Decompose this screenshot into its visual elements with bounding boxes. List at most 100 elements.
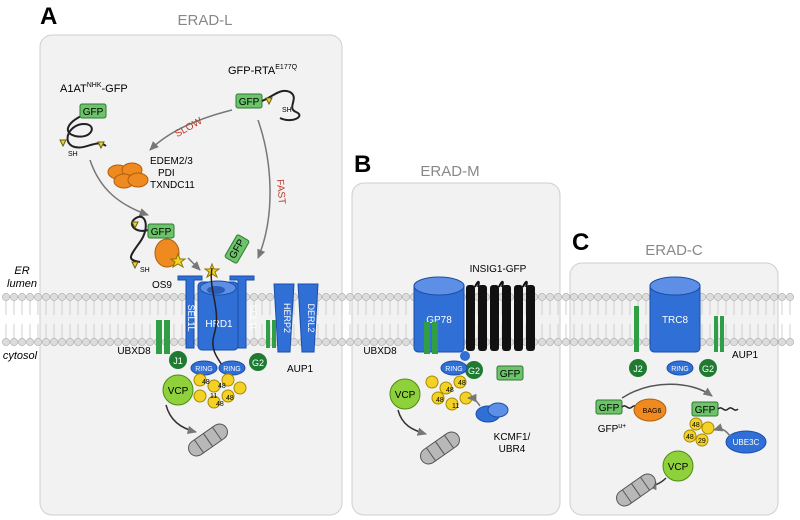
panel-a-title: ERAD-L [177,12,232,29]
ubr4-label: UBR4 [499,444,526,455]
lipid-head [738,293,746,301]
ub-linkage: 48 [226,395,234,402]
aup1-label: AUP1 [732,350,759,361]
lipid-head [594,338,602,346]
lipid-head [42,293,50,301]
ube3c-protein [725,430,767,454]
lipid-head [138,293,146,301]
lipid-head [130,293,138,301]
lipid-head [378,338,386,346]
ub-linkage: 48 [436,397,444,404]
trc8-label: TRC8 [662,315,689,326]
lipid-head [314,338,322,346]
ubiquitin-chain [193,373,247,409]
aup1-protein [266,320,276,348]
vcp-label: VCP [395,390,416,401]
ub-linkage: 48 [692,422,700,429]
lipid-head [546,338,554,346]
lipid-head [250,338,258,346]
ubxd8-protein [156,320,162,354]
cytosol-label: cytosol [3,350,38,362]
lipid-head [322,338,330,346]
ub-gfp-tail [717,407,739,411]
lipid-head [146,338,154,346]
proteasome-icon [188,423,228,457]
sel1l-right-label: SEL1L [248,304,258,331]
lipid-head [18,293,26,301]
ub-linkage: 48 [202,379,210,386]
lipid-head [82,338,90,346]
lipid-head [154,293,162,301]
derl2-label: DERL2 [306,303,316,332]
lipid-head [394,338,402,346]
lipid-head [90,338,98,346]
lipid-head [26,338,34,346]
lipid-head [554,293,562,301]
g2-domain [465,361,483,379]
panel-b-title: ERAD-M [420,163,479,180]
j2-label: J2 [633,364,643,374]
lipid-head [66,293,74,301]
lipid-head [362,338,370,346]
g2-domain [249,353,267,371]
lipid-head [538,293,546,301]
rta-chain [261,90,301,122]
aup1-protein [714,316,724,352]
ubxd8-label: UBXD8 [117,346,151,357]
lipid-head [786,338,794,346]
gfpu-gfp-label: GFP [599,403,620,414]
os9-substrate-chain [130,215,149,263]
lipid-head [642,293,650,301]
lipid-head [386,338,394,346]
lipid-head [122,338,130,346]
lipid-head [354,338,362,346]
bag6-label: BAG6 [643,408,662,415]
lipid-head [258,338,266,346]
j1-label: J1 [173,356,183,366]
lipid-head [98,338,106,346]
lipid-head [50,293,58,301]
lipid-head [770,338,778,346]
panel-a-letter: A [40,3,57,30]
vcp-protein [162,374,194,406]
lipid-head [402,338,410,346]
rta-gfp-label: GFP [239,97,260,108]
j2-protein [634,306,639,352]
lipid-head [746,338,754,346]
kcmf1-ubr4-complex [475,402,509,423]
glycan-icon [97,141,105,150]
g2-label: G2 [468,366,480,376]
star-icon [169,252,187,269]
edem-pdi-cluster [107,162,149,189]
lipid-head [626,293,634,301]
lipid-head [602,293,610,301]
ring-label: RING [223,366,241,373]
lipid-head [338,338,346,346]
ubxd8-protein [164,320,170,354]
lipid-head [362,293,370,301]
lumen-label: lumen [7,278,37,290]
lipid-head [2,293,10,301]
lipid-head [170,293,178,301]
lipid-head [370,338,378,346]
ubiquitin-chain [425,375,473,411]
lipid-head [626,338,634,346]
fast-label: FAST [274,179,287,205]
lipid-head [594,293,602,301]
gfpu-label: GFPu+ [598,423,627,435]
lipid-head [98,293,106,301]
ub-linkage: 11 [452,403,459,410]
glycan-icon [131,221,139,230]
bag6-protein [633,398,667,422]
aup1-label: AUP1 [287,364,314,375]
ubiquitin-chain [683,417,715,447]
lipid-head [250,293,258,301]
lipid-head [642,338,650,346]
lipid-head [114,293,122,301]
lipid-head [570,293,578,301]
ub-gfp-label: GFP [695,405,716,416]
lipid-head [706,338,714,346]
lipid-head [290,338,298,346]
lipid-head [578,338,586,346]
lipid-head [330,338,338,346]
